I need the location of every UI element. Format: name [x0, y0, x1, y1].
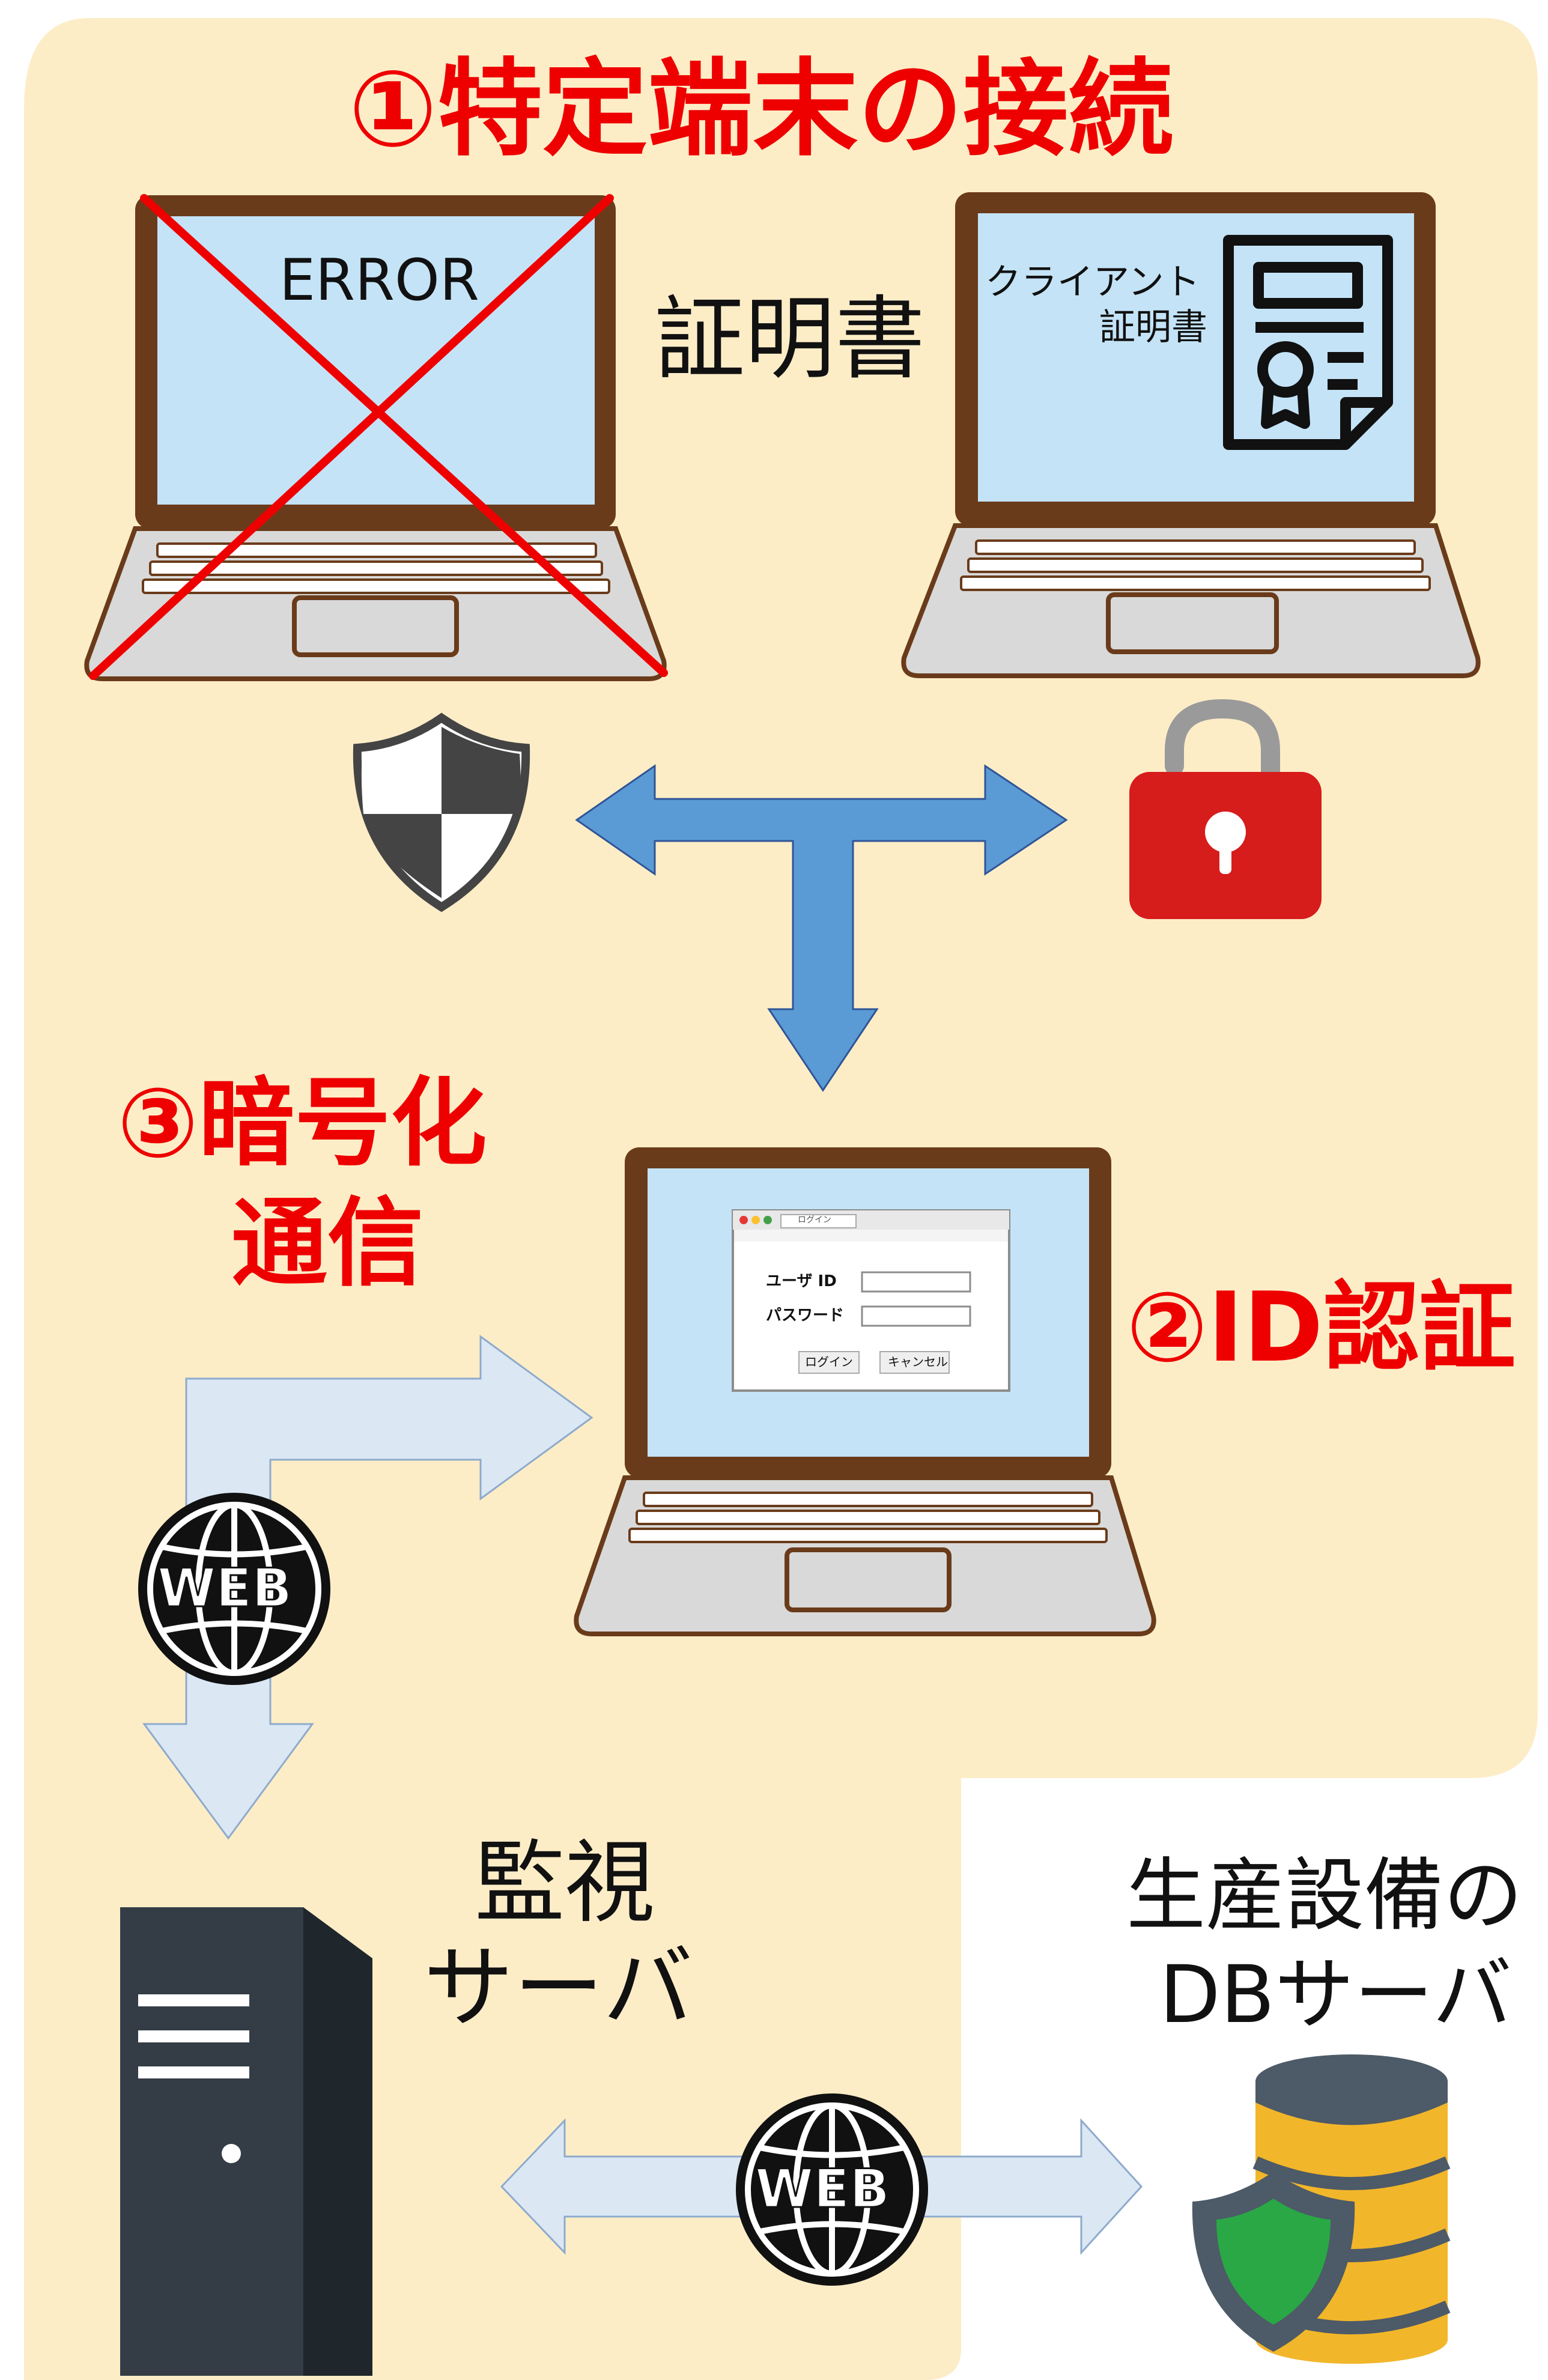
user-id-label: ユーザ ID	[766, 1272, 837, 1290]
password-label: パスワード	[766, 1307, 845, 1325]
server-tower-icon	[120, 1907, 372, 2376]
db-server-line1: 生産設備の	[1126, 1850, 1523, 1942]
encryption-label-line2: 通信	[231, 1187, 424, 1299]
monitor-server-line2: サーバ	[423, 1936, 693, 2041]
rejected-cross-mark	[89, 194, 668, 680]
unlocked-padlock-icon	[1129, 699, 1322, 919]
window-close-dot	[739, 1216, 748, 1224]
id-auth-label: ②ID認証	[1126, 1271, 1516, 1383]
db-server-line2: DBサーバ	[1159, 1949, 1512, 2041]
login-tab-label: ログイン	[798, 1215, 831, 1225]
monitor-server-line1: 監視	[475, 1831, 655, 1935]
client-cert-line2: 証明書	[1099, 306, 1207, 348]
login-button[interactable]: ログイン	[805, 1355, 853, 1369]
web-label-1: WEB	[156, 1557, 293, 1619]
login-window	[732, 1209, 1010, 1392]
shield-icon	[353, 712, 530, 912]
encryption-label-line1: ③暗号化	[117, 1067, 487, 1179]
certificate-icon	[1223, 235, 1393, 450]
client-cert-line1: クライアント	[985, 261, 1200, 303]
cancel-button[interactable]: キャンセル	[888, 1355, 948, 1369]
three-way-arrow	[575, 764, 1068, 1092]
laptop-error	[84, 195, 667, 681]
globe-icon	[138, 1493, 330, 1685]
database-icon	[1192, 2054, 1451, 2364]
title-terminal-connection: ①特定端末の接続	[348, 49, 1174, 171]
certificate-label: 証明書	[655, 287, 926, 392]
globe-icon	[736, 2093, 928, 2286]
error-text: ERROR	[279, 247, 479, 314]
web-label-2: WEB	[754, 2158, 890, 2220]
